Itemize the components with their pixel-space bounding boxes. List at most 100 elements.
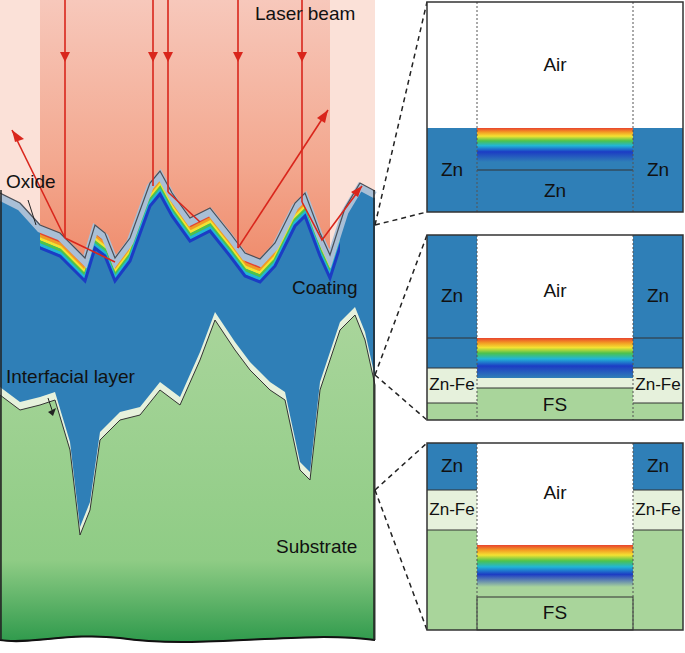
layer-label: Air	[543, 281, 566, 302]
rect-shape	[427, 368, 477, 403]
layer-block: Zn	[427, 446, 477, 486]
layer-block: FS	[477, 390, 633, 420]
line-shape	[375, 375, 427, 420]
cross-section	[0, 0, 375, 642]
rect-shape	[633, 235, 683, 368]
polygon-shape	[317, 110, 328, 123]
polygon-shape	[163, 52, 173, 62]
layer-block: Zn	[633, 150, 683, 190]
layer-block: Zn-Fe	[633, 368, 683, 403]
line-shape	[375, 443, 427, 490]
layer-label: Zn	[441, 286, 463, 307]
line-shape	[633, 443, 634, 630]
path-shape	[0, 178, 375, 642]
line-shape	[633, 368, 683, 369]
polygon-shape	[12, 130, 24, 142]
layer-label: FS	[543, 395, 567, 416]
layer-block: Zn-Fe	[633, 491, 683, 529]
layer-block: Zn-Fe	[427, 491, 477, 529]
layer-block: Air	[477, 468, 633, 518]
line-shape	[375, 235, 427, 375]
layer-label: Zn	[441, 456, 463, 477]
rect-shape	[477, 545, 633, 587]
line-shape	[152, 0, 154, 186]
layer-block: Zn	[633, 446, 683, 486]
use-shape	[0, 171, 375, 259]
layer-block: Zn	[477, 172, 633, 210]
line-shape	[373, 190, 375, 640]
zoom-lines	[375, 2, 427, 630]
rect-shape	[427, 443, 683, 630]
line-shape	[633, 2, 634, 212]
rect-shape	[427, 235, 477, 368]
rect-shape	[427, 403, 477, 420]
g-shape	[427, 338, 683, 403]
rect-shape	[477, 128, 633, 162]
rect-shape	[427, 2, 683, 212]
part-label: Interfacial layer	[6, 367, 135, 388]
line-shape	[0, 190, 2, 640]
rect-shape	[427, 235, 683, 420]
line-shape	[633, 530, 683, 531]
layer-block: Zn	[633, 276, 683, 316]
inset-middle	[427, 235, 683, 420]
layer-block: Zn	[427, 276, 477, 316]
line-shape	[427, 530, 477, 531]
rect-shape	[477, 545, 633, 630]
rect-shape	[477, 597, 633, 630]
polygon-shape	[233, 52, 243, 62]
rect-shape	[427, 490, 477, 530]
line-shape	[237, 0, 239, 248]
layer-label: Air	[543, 483, 566, 504]
rect-shape	[477, 338, 633, 378]
line-shape	[427, 338, 477, 339]
polyline-shape	[168, 192, 200, 222]
path-shape	[0, 636, 375, 642]
layer-label: Zn	[647, 286, 669, 307]
polygon-shape	[48, 408, 56, 416]
rect-shape	[633, 443, 683, 490]
rect-shape	[633, 403, 683, 420]
layer-label: Zn	[647, 456, 669, 477]
line-shape	[427, 403, 477, 404]
part-label: Substrate	[276, 537, 357, 558]
line-shape	[633, 235, 634, 420]
line-shape	[477, 2, 478, 212]
part-label: Oxide	[6, 172, 56, 193]
rect-shape	[477, 378, 633, 388]
layer-label: Zn-Fe	[429, 501, 475, 520]
line-shape	[375, 212, 427, 225]
line-shape	[375, 2, 427, 225]
line-shape	[477, 170, 633, 171]
layer-label: Air	[543, 55, 566, 76]
line-shape	[477, 235, 478, 420]
inset-top	[427, 2, 683, 212]
part-label: Coating	[292, 278, 358, 299]
line-shape	[427, 490, 477, 491]
line-shape	[633, 338, 683, 339]
path-shape	[0, 307, 375, 642]
layer-block: Air	[477, 35, 633, 95]
polyline-shape	[65, 238, 115, 262]
layer-label: Zn	[441, 160, 463, 181]
rect-shape	[427, 128, 683, 212]
line-shape	[427, 368, 477, 369]
polygon-shape	[351, 186, 362, 197]
layer-label: FS	[543, 603, 567, 624]
layer-label: Zn-Fe	[635, 376, 681, 395]
line-shape	[167, 0, 169, 192]
inset-bottom	[427, 443, 683, 630]
layer-label: Zn	[544, 181, 566, 202]
polygon-shape	[297, 52, 307, 62]
part-label: Laser beam	[255, 4, 355, 25]
layer-block: Air	[477, 266, 633, 316]
rect-shape	[477, 388, 633, 420]
g-shape	[12, 0, 362, 262]
layer-label: Zn-Fe	[429, 376, 475, 395]
rect-shape	[633, 368, 683, 403]
rect-shape	[427, 2, 683, 212]
layer-block: FS	[477, 598, 633, 629]
line-shape	[477, 443, 478, 630]
line-shape	[633, 403, 683, 404]
line-shape	[375, 490, 427, 630]
